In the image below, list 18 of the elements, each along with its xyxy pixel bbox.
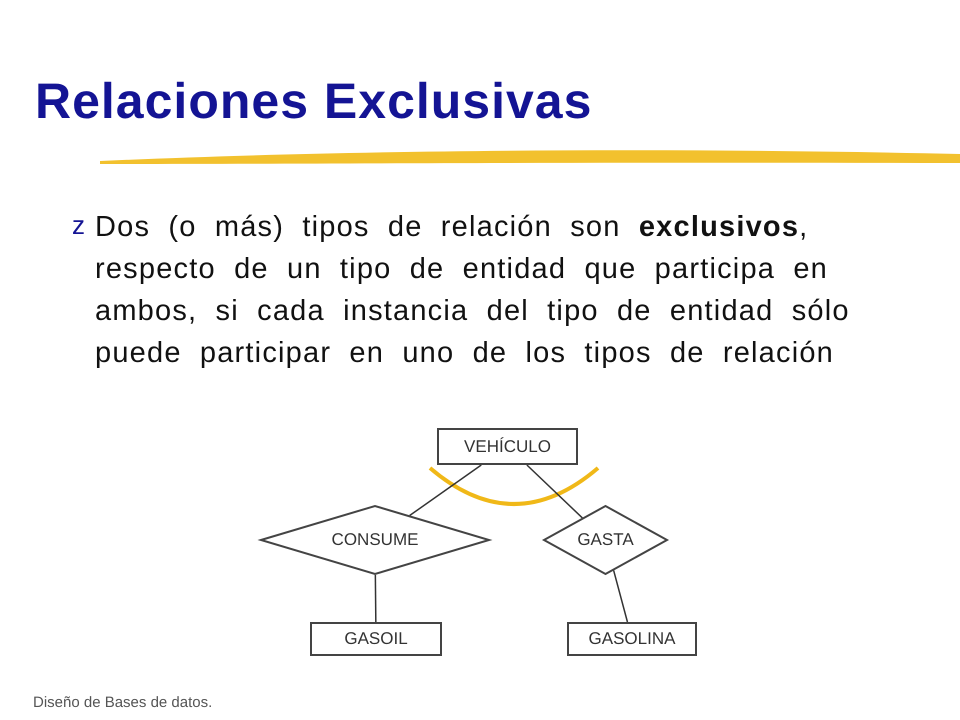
connector-line [374,574,377,622]
entity-box [310,622,442,656]
connector-line [612,570,628,622]
title: Relaciones Exclusivas [35,72,592,130]
node-label: GASTA [577,530,634,550]
connector-line [409,464,482,516]
bullet-marker: z [72,210,85,241]
node-label: CONSUME [332,530,418,550]
connector-line [526,464,583,518]
relationship-diamond [260,505,490,575]
paragraph: Dos (o más) tipos de relación son exclusivos, respecto de un tipo de entidad que participa en ambos, si cada instancia del tipo de entidad sólo puede participar en uno de los tipos de relación [95,210,851,371]
entity-box [437,428,578,465]
node-label: GASOLINA [588,629,676,649]
node-label: GASOIL [344,629,408,649]
footer-text: Diseño de Bases de datos. [33,694,212,711]
node-label: VEHÍCULO [464,436,551,456]
relationship-diamond [543,505,668,575]
entity-box [567,622,697,656]
